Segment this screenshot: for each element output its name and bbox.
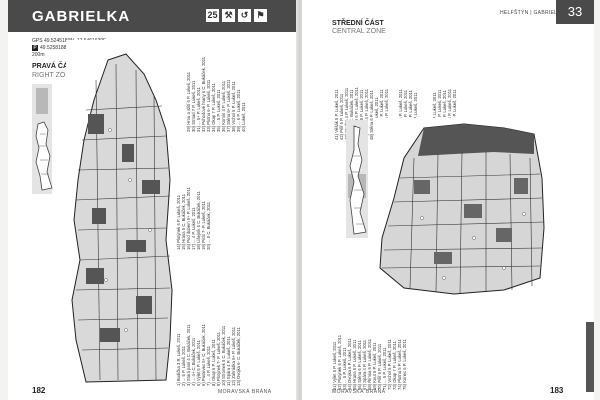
running-header: HELFŠTÝN | GABRIELKA — [500, 10, 565, 16]
topo-drawing-central-zone — [374, 118, 554, 298]
page-number-left: 182 — [32, 386, 46, 395]
flag-icon: ⚑ — [254, 9, 267, 22]
left-page: GABRIELKA 25 ⚒ ↺ ⚑ GPS 49.5245189N, 17.6… — [8, 0, 298, 400]
rotate-icon: ↺ — [238, 9, 251, 22]
left-header-bar: GABRIELKA 25 ⚒ ↺ ⚑ — [8, 0, 298, 32]
route-count-icon: 25 — [206, 9, 219, 22]
footer-label-left: MORAVSKÁ BRÁNA — [218, 389, 272, 395]
topo-drawing-right-zone — [66, 40, 174, 385]
section-tab-marker — [586, 322, 594, 392]
zone-heading-right: STŘEDNÍ ČÁST CENTRAL ZONE — [332, 20, 386, 36]
route-item: 75) Konec 6 P. Lukeš, 2011 — [402, 339, 407, 390]
zone-name-en: RIGHT ZONE — [32, 72, 76, 79]
locator-highlight — [36, 88, 48, 114]
crag-title: GABRIELKA — [32, 8, 131, 25]
zone-name-en: CENTRAL ZONE — [332, 28, 386, 35]
route-item: 40) Lukeš, 2011 — [241, 102, 246, 132]
locator-rock-outline — [35, 121, 53, 191]
hammer-icon: ⚒ — [222, 9, 235, 22]
page-badge: 33 — [556, 0, 594, 24]
gps-distance: 200m — [32, 52, 45, 58]
book-gutter — [296, 0, 304, 400]
zone-heading-left: PRAVÁ ČÁST RIGHT ZONE — [32, 62, 77, 80]
route-item: 20) ... 5 C. Bukáček, 2011 — [206, 201, 211, 250]
page-number-right: 183 — [550, 386, 564, 395]
parking-icon: P — [32, 45, 38, 51]
locator-rock-outline — [349, 125, 367, 235]
info-icons: 25 ⚒ ↺ ⚑ — [206, 9, 267, 22]
right-page: HELFŠTÝN | GABRIELKA 33 STŘEDNÍ ČÁST CEN… — [302, 0, 594, 400]
zone-name: STŘEDNÍ ČÁST — [332, 20, 384, 27]
zone-name: PRAVÁ ČÁST — [32, 63, 77, 70]
route-item: 13) Dvojka 6- C. Bukáček, 2011 — [236, 327, 241, 386]
footer-label-right: MORAVSKÁ BRÁNA — [332, 389, 386, 395]
